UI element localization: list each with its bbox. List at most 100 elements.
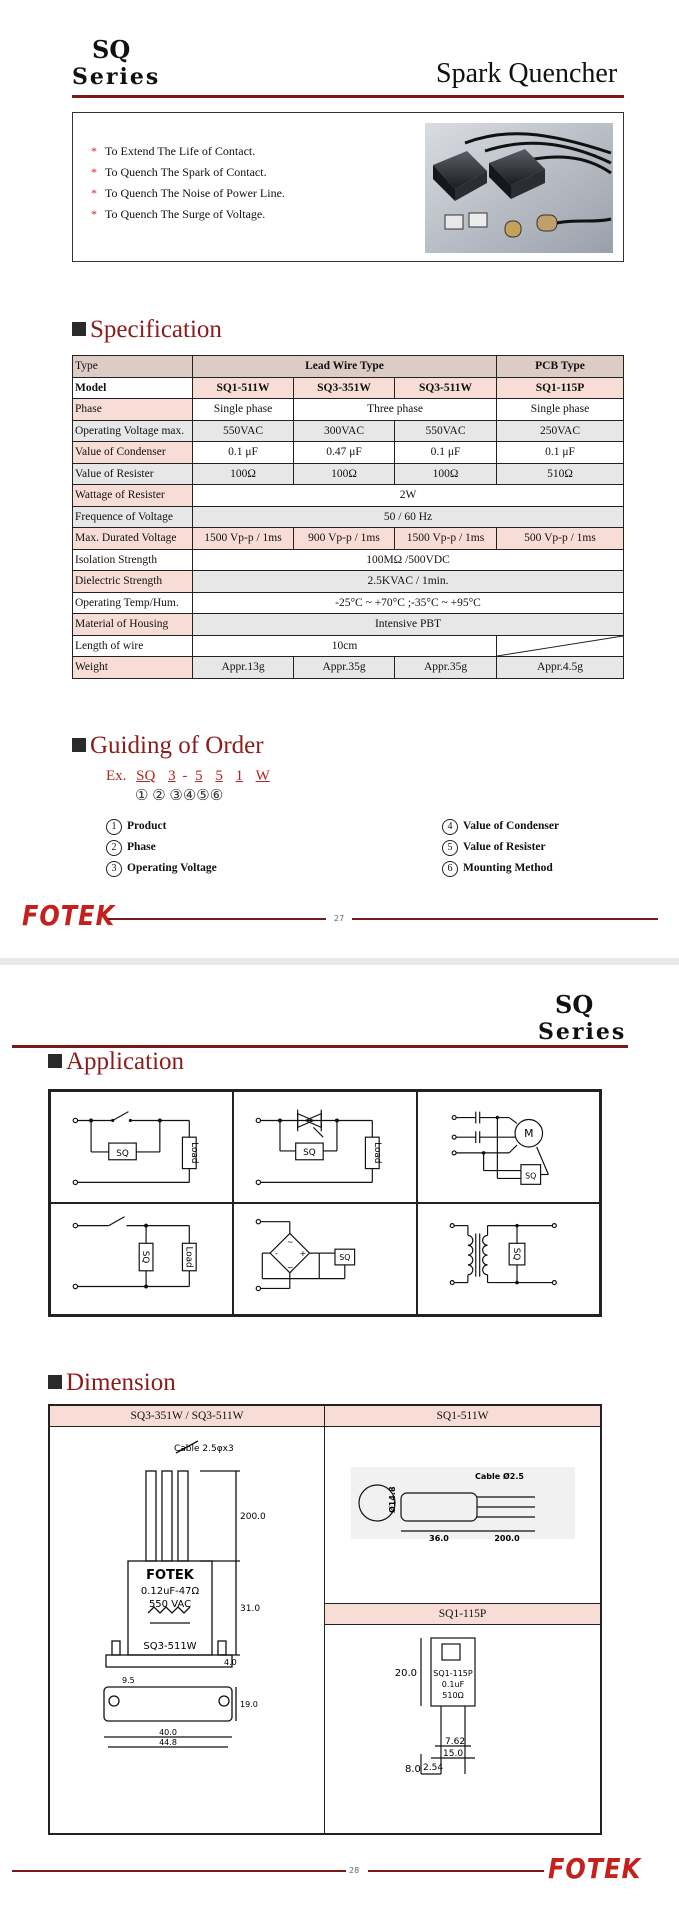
order-heading: Guiding of Order	[72, 732, 264, 760]
circuit-diagram: SQ Load	[72, 1216, 197, 1290]
square-bullet-icon	[48, 1054, 62, 1068]
dim-brand-mark: FOTEK	[146, 1568, 195, 1583]
table-row: Length of wire 10cm	[72, 634, 624, 657]
table-row: Operating Voltage max. 550VAC 300VAC 550…	[72, 419, 624, 442]
table-row: Weight Appr.13g Appr.35g Appr.35g Appr.4…	[72, 656, 624, 679]
dim-label: Ø14.8	[387, 1486, 397, 1513]
row-label: Phase	[72, 398, 193, 421]
row-label: Operating Temp/Hum.	[72, 591, 193, 614]
table-cell: 300VAC	[293, 419, 395, 442]
row-label: Weight	[72, 656, 193, 679]
table-cell: Single phase	[496, 398, 624, 421]
table-cell: 550VAC	[394, 419, 497, 442]
dim-panel-header: SQ3-351W / SQ3-511W	[50, 1406, 324, 1427]
table-row: Wattage of Resister 2W	[72, 484, 624, 507]
table-cell: 250VAC	[496, 419, 624, 442]
dim-label: SQ1-115P	[433, 1669, 473, 1678]
table-row: Value of Condenser 0.1 μF 0.47 μF 0.1 μF…	[72, 441, 624, 464]
table-cell: 100Ω	[394, 462, 497, 485]
dim-label: 200.0	[494, 1534, 520, 1543]
header-rule	[72, 95, 624, 98]
app-diagram-dc-switch: SQ Load	[50, 1203, 234, 1315]
table-cell: Appr.13g	[192, 656, 294, 679]
dim-label: 9.5	[122, 1676, 135, 1685]
table-cell: Single phase	[192, 398, 294, 421]
asterisk-icon: *	[91, 144, 97, 158]
sq-label: SQ	[116, 1149, 129, 1159]
diagonal-slash-icon	[497, 635, 623, 656]
table-row: Frequence of Voltage 50 / 60 Hz	[72, 505, 624, 528]
square-bullet-icon	[72, 322, 86, 336]
row-label: Max. Durated Voltage	[72, 527, 193, 550]
load-label: Load	[183, 1246, 193, 1267]
table-cell: 1500 Vp-p / 1ms	[192, 527, 294, 550]
row-label: Type	[72, 355, 193, 378]
sq-label: SQ	[511, 1248, 521, 1261]
table-cell: PCB Type	[496, 355, 624, 378]
table-cell: 100Ω	[293, 462, 395, 485]
feature-item: *To Quench The Noise of Power Line.	[91, 186, 285, 200]
page-separator	[0, 958, 679, 965]
dim-label: 4.0	[224, 1658, 237, 1667]
series-label: Series	[72, 64, 161, 90]
motor-label: M	[524, 1127, 533, 1140]
row-label: Value of Condenser	[72, 441, 193, 464]
table-row: Max. Durated Voltage 1500 Vp-p / 1ms 900…	[72, 527, 624, 550]
dim-label: 31.0	[240, 1604, 260, 1614]
feature-item: *To Extend The Life of Contact.	[91, 144, 256, 158]
catalog-page-28: SQ Series	[0, 965, 679, 1920]
dim-label: 44.8	[159, 1738, 177, 1747]
table-cell: Three phase	[293, 398, 497, 421]
dim-label: SQ3-511W	[143, 1641, 196, 1652]
page-number: 27	[334, 914, 345, 923]
row-label: Length of wire	[72, 634, 193, 657]
dim-panel-header: SQ1-511W	[325, 1406, 600, 1427]
order-example: Ex. SQ 3 - 5 5 1 W	[106, 768, 279, 785]
svg-text:-: -	[275, 1249, 278, 1258]
app-diagram-bridge: ~ ~ - + SQ	[233, 1203, 417, 1315]
intro-box: *To Extend The Life of Contact. *To Quen…	[72, 112, 624, 262]
dim-label: 7.62	[445, 1737, 465, 1747]
dim-label: 0.1uF	[442, 1680, 465, 1689]
asterisk-icon: *	[91, 207, 97, 221]
table-row: Value of Resister 100Ω 100Ω 100Ω 510Ω	[72, 462, 624, 485]
row-label: Frequence of Voltage	[72, 505, 193, 528]
sq-label: SQ	[340, 1253, 351, 1262]
dim-label: 510Ω	[442, 1691, 463, 1700]
order-part: 1	[235, 768, 244, 784]
app-diagram-motor: M SQ	[416, 1091, 600, 1203]
footer-rule-right	[352, 918, 658, 920]
dim-label: 15.0	[443, 1749, 463, 1759]
order-part: SQ	[136, 768, 156, 784]
table-row: Operating Temp/Hum. -25°C ~ +70°C ;-35°C…	[72, 591, 624, 614]
product-photo	[425, 123, 613, 253]
feature-item: *To Quench The Surge of Voltage.	[91, 207, 266, 221]
order-part: 3	[168, 768, 176, 784]
circuit-diagram: SQ	[449, 1223, 557, 1286]
table-cell: Appr.4.5g	[496, 656, 624, 679]
table-cell: 100MΩ /500VDC	[192, 548, 624, 571]
table-cell: 2.5KVAC / 1min.	[192, 570, 624, 593]
table-cell: 510Ω	[496, 462, 624, 485]
order-part: W	[255, 768, 270, 784]
table-cell: SQ1-511W	[192, 376, 294, 399]
dim-label: Cable Ø2.5	[475, 1471, 524, 1481]
catalog-page-27: SQ Series Spark Quencher *To Extend The …	[0, 0, 679, 958]
svg-text:~: ~	[287, 1237, 294, 1246]
table-cell: 50 / 60 Hz	[192, 505, 624, 528]
dim-drawing-sq1-511w: Cable Ø2.5 Ø14.8 36.0 200.0	[351, 1467, 575, 1543]
table-cell: Lead Wire Type	[192, 355, 497, 378]
row-label: Dielectric Strength	[72, 570, 193, 593]
table-cell: 500 Vp-p / 1ms	[496, 527, 624, 550]
header-rule	[12, 1045, 628, 1048]
table-cell: -25°C ~ +70°C ;-35°C ~ +95°C	[192, 591, 624, 614]
page-number: 28	[349, 1866, 360, 1875]
sq-label: SQ	[303, 1148, 316, 1158]
spec-heading: Specification	[72, 316, 222, 344]
spec-table: Type Lead Wire Type PCB Type Model SQ1-5…	[72, 355, 624, 679]
